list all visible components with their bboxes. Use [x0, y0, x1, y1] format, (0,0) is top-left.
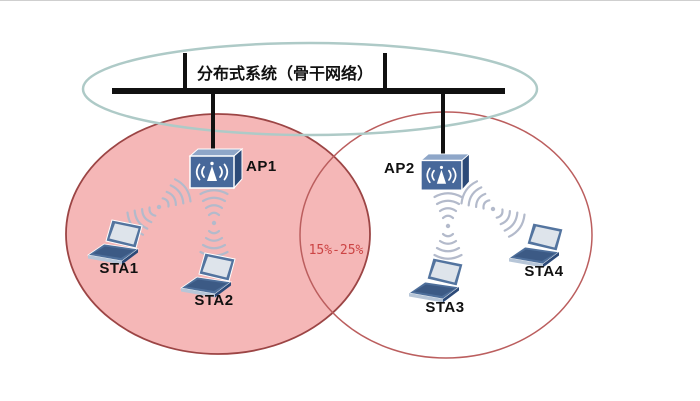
sta2-label: STA2	[194, 292, 234, 309]
backbone-label: 分布式系统（骨干网络）	[196, 66, 373, 83]
sta1-label: STA1	[99, 260, 139, 277]
sta4-label: STA4	[524, 263, 564, 280]
wifi-signal-icon-ap2-sta4	[457, 178, 529, 240]
wifi-signal-icon-ap2-sta3	[433, 192, 463, 260]
bss2-coverage-area	[299, 111, 593, 359]
ap1-access-point-icon	[189, 148, 243, 189]
ap2-access-point-icon	[420, 153, 471, 192]
bss1-coverage-area	[65, 113, 371, 355]
ap1-label: AP1	[246, 158, 277, 175]
overlap-percentage-label: 15%-25%	[308, 243, 364, 258]
distribution-system-ellipse	[81, 41, 539, 137]
sta3-laptop-icon	[408, 257, 464, 303]
sta3-label: STA3	[425, 299, 465, 316]
ap2-label: AP2	[384, 160, 415, 177]
